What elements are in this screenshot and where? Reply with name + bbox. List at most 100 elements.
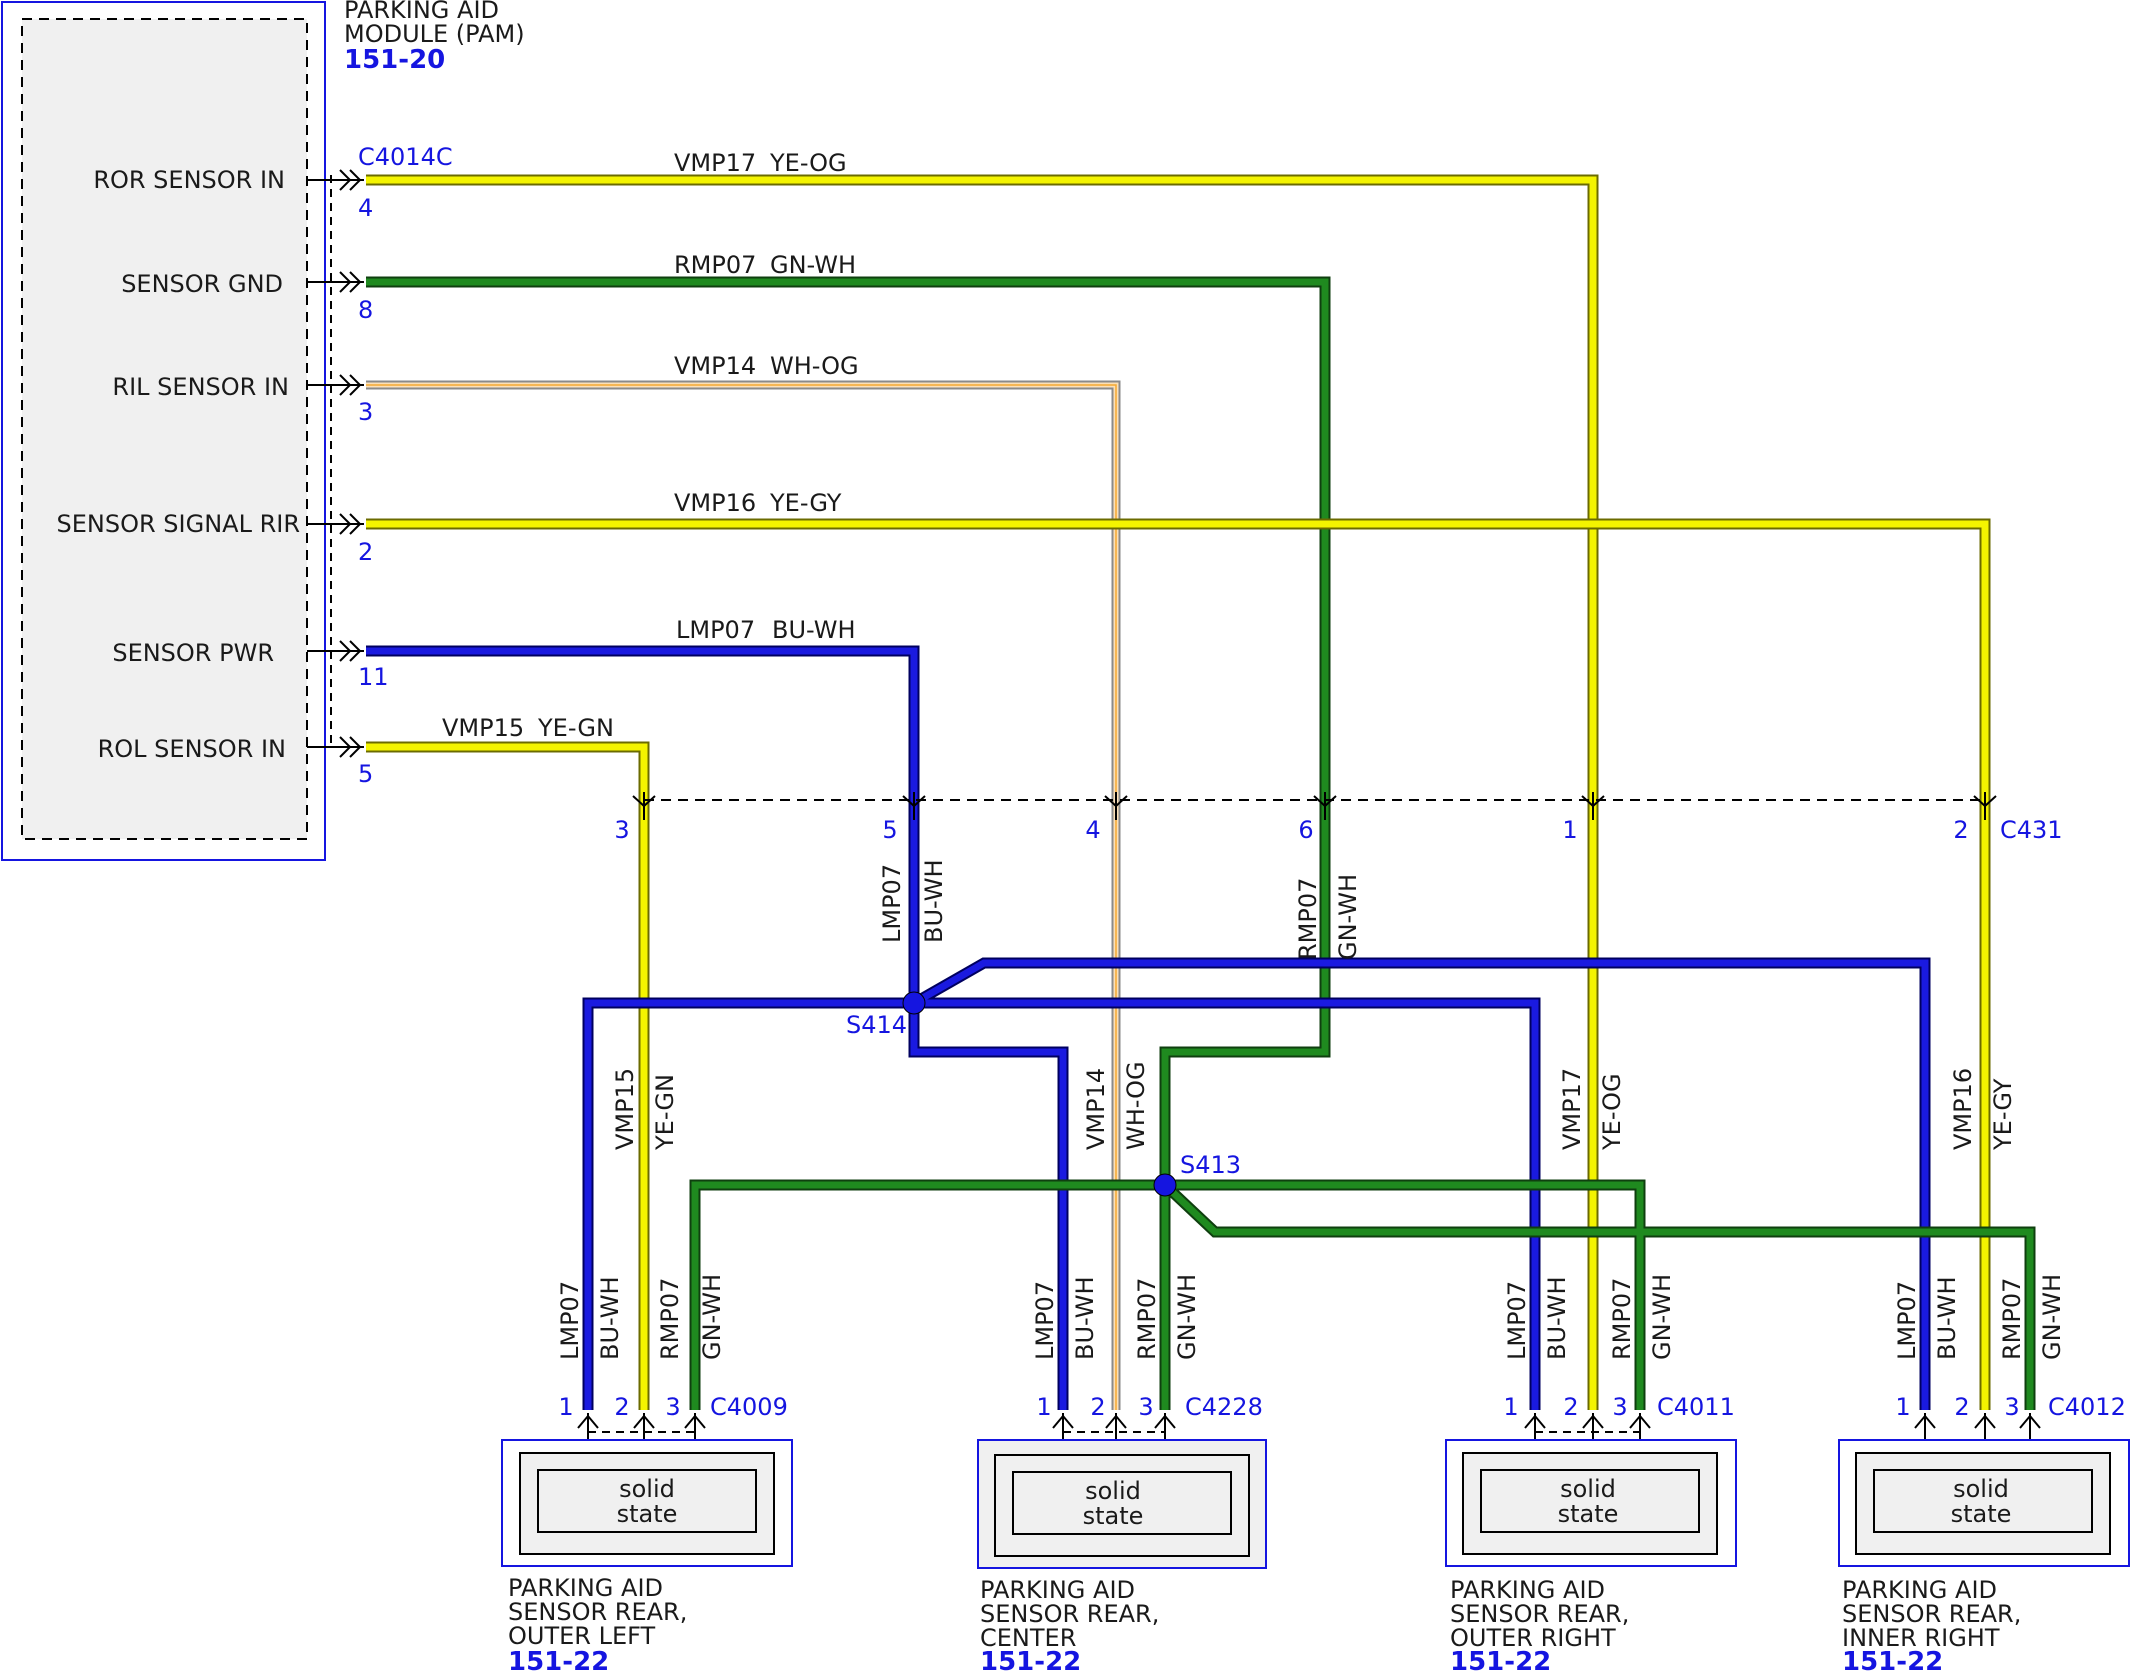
s3-wire1-color: BU-WH [1543, 1277, 1571, 1361]
s3-ref: 151-22 [1450, 1647, 1551, 1672]
s3-pin-2: 2 [1563, 1393, 1578, 1421]
module-pin-2: 2 [358, 538, 373, 566]
module-pin-label-ror: ROR SENSOR IN [93, 166, 285, 194]
wire-label-lmp07-circuit: LMP07 [676, 616, 755, 644]
module-ref: 151-20 [344, 45, 445, 75]
vlabel-vmp16-color: YE-GY [1989, 1078, 2017, 1151]
s4-name-line2: SENSOR REAR, [1842, 1600, 2021, 1628]
s4-pin-1: 1 [1895, 1393, 1910, 1421]
splice-s414-label: S414 [846, 1011, 907, 1039]
vlabel-lmp07-circuit: LMP07 [878, 864, 906, 943]
wire-lmp07 [366, 647, 918, 1003]
s3-wire3-circuit: RMP07 [1608, 1278, 1636, 1360]
parking-aid-module: PARKING AID MODULE (PAM) 151-20 C4014C [1, 0, 525, 861]
s2-name-line1: PARKING AID [980, 1576, 1135, 1604]
s1-wire1-color: BU-WH [596, 1277, 624, 1361]
wire-label-vmp14-color: WH-OG [770, 352, 859, 380]
s2-body-line2: state [1083, 1502, 1144, 1530]
s2-pin-1: 1 [1036, 1393, 1051, 1421]
s4-wire1-circuit: LMP07 [1893, 1281, 1921, 1360]
wire-label-vmp17-circuit: VMP17 [674, 149, 756, 177]
wire-label-vmp14-circuit: VMP14 [674, 352, 756, 380]
vlabel-rmp07-color: GN-WH [1334, 874, 1362, 960]
module-pin-11: 11 [358, 663, 389, 691]
wire-vmp14-outline [366, 380, 1121, 1410]
wire-vmp17-outline [366, 174, 1599, 1410]
s1-body-line2: state [617, 1500, 678, 1528]
s1-name-line1: PARKING AID [508, 1574, 663, 1602]
s1-connector: C4009 [710, 1393, 788, 1421]
vlabel-vmp15-color: YE-GN [651, 1074, 679, 1151]
c431-label: C431 [2000, 816, 2063, 844]
vlabel-vmp14-color: WH-OG [1122, 1061, 1150, 1150]
s1-wire1-circuit: LMP07 [556, 1281, 584, 1360]
wire-vmp17 [366, 176, 1597, 1410]
wire-label-vmp16-color: YE-GY [769, 489, 842, 517]
module-pin-stubs [307, 169, 364, 758]
s3-pin-1: 1 [1503, 1393, 1518, 1421]
splice-s413 [1153, 1173, 1177, 1197]
module-pin-4: 4 [358, 194, 373, 222]
s4-wire3-circuit: RMP07 [1998, 1278, 2026, 1360]
s3-pin-3: 3 [1612, 1393, 1627, 1421]
inline-connector-c431: 3 5 4 6 1 2 C431 [614, 792, 2063, 844]
wire-vmp14-stripe [366, 384, 1117, 1410]
s3-name-line1: PARKING AID [1450, 1576, 1605, 1604]
s2-pin-2: 2 [1090, 1393, 1105, 1421]
s2-ref: 151-22 [980, 1647, 1081, 1672]
s3-connector: C4011 [1657, 1393, 1735, 1421]
s2-name-line2: SENSOR REAR, [980, 1600, 1159, 1628]
wire-label-rmp07-color: GN-WH [770, 251, 856, 279]
s2-wire3-color: GN-WH [1173, 1274, 1201, 1360]
s4-ref: 151-22 [1842, 1647, 1943, 1672]
wire-lmp07-branches [584, 959, 1929, 1410]
s3-body-line2: state [1558, 1500, 1619, 1528]
s1-pin-1: 1 [558, 1393, 573, 1421]
s1-name-line3: OUTER LEFT [508, 1622, 656, 1650]
sensor-center: LMP07 BU-WH RMP07 GN-WH 1 2 3 C4228 soli… [977, 1274, 1267, 1672]
s1-wire3-color: GN-WH [698, 1274, 726, 1360]
s4-body-line2: state [1951, 1500, 2012, 1528]
module-pin-label-pwr: SENSOR PWR [112, 639, 274, 667]
s4-pin-3: 3 [2004, 1393, 2019, 1421]
s3-body-line1: solid [1560, 1475, 1616, 1503]
s2-wire1-color: BU-WH [1071, 1277, 1099, 1361]
s4-wire3-color: GN-WH [2038, 1274, 2066, 1360]
s2-wire3-circuit: RMP07 [1133, 1278, 1161, 1360]
s1-wire3-circuit: RMP07 [656, 1278, 684, 1360]
wire-rmp07 [366, 278, 1329, 1185]
s3-name-line2: SENSOR REAR, [1450, 1600, 1629, 1628]
vlabel-vmp14-circuit: VMP14 [1082, 1068, 1110, 1150]
s1-pin-2: 2 [614, 1393, 629, 1421]
vlabel-vmp15-circuit: VMP15 [611, 1068, 639, 1150]
vlabel-rmp07-circuit: RMP07 [1294, 878, 1322, 960]
wire-label-vmp17-color: YE-OG [769, 149, 847, 177]
s2-pin-3: 3 [1138, 1393, 1153, 1421]
s3-name-line3: OUTER RIGHT [1450, 1624, 1616, 1652]
c431-pin-1: 1 [1562, 816, 1577, 844]
s3-wire3-color: GN-WH [1648, 1274, 1676, 1360]
module-pin-5: 5 [358, 760, 373, 788]
module-pin-label-gnd: SENSOR GND [121, 270, 283, 298]
s2-connector: C4228 [1185, 1393, 1263, 1421]
c431-pin-2: 2 [1953, 816, 1968, 844]
s2-body-line1: solid [1085, 1477, 1141, 1505]
sensor-inner-right: LMP07 BU-WH RMP07 GN-WH 1 2 3 C4012 soli… [1838, 1274, 2130, 1672]
splice-s414 [902, 991, 926, 1015]
module-connector-label: C4014C [358, 143, 453, 171]
s3-wire1-circuit: LMP07 [1503, 1281, 1531, 1360]
c431-pin-6: 6 [1298, 816, 1313, 844]
wire-label-rmp07-circuit: RMP07 [674, 251, 756, 279]
sensor-outer-right: LMP07 BU-WH RMP07 GN-WH 1 2 3 C4011 soli… [1445, 1274, 1737, 1672]
module-pin-label-ril: RIL SENSOR IN [112, 373, 289, 401]
vlabel-vmp16-circuit: VMP16 [1949, 1068, 1977, 1150]
wire-label-lmp07-color: BU-WH [772, 616, 856, 644]
module-title-line2: MODULE (PAM) [344, 20, 525, 48]
s1-body-line1: solid [619, 1475, 675, 1503]
wire-harness [366, 174, 2036, 1410]
s2-name-line3: CENTER [980, 1624, 1076, 1652]
s4-body-line1: solid [1953, 1475, 2009, 1503]
wire-label-vmp15-color: YE-GN [537, 714, 614, 742]
s4-name-line1: PARKING AID [1842, 1576, 1997, 1604]
vlabel-vmp17-color: YE-OG [1598, 1073, 1626, 1151]
